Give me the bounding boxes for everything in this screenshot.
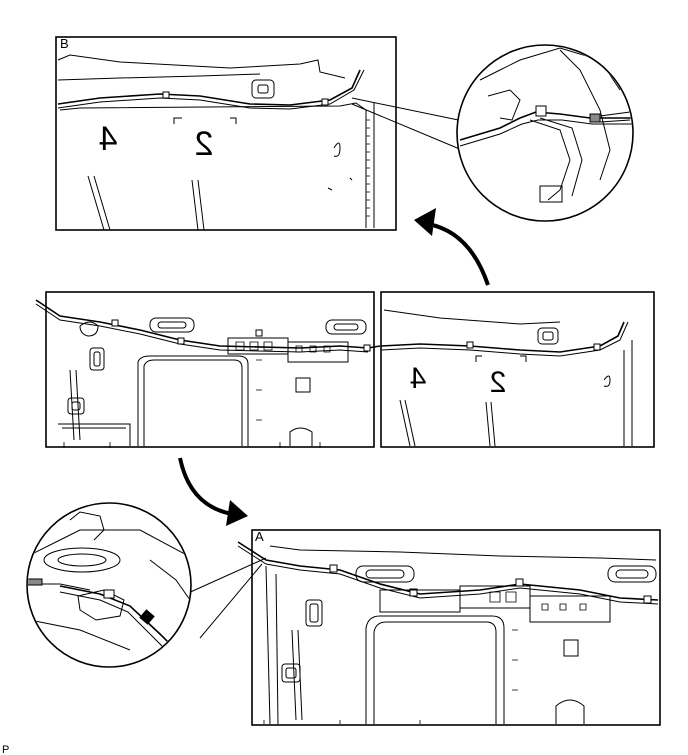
seat-number-4: 4: [99, 120, 118, 158]
arrow-to-b: [414, 208, 490, 286]
detail-panel-b: 4 2 B: [55, 36, 397, 231]
view-label-a: A: [255, 529, 264, 544]
zoom-detail-b: [456, 44, 634, 222]
overview-panel-right: 4 2: [380, 291, 655, 448]
zoom-detail-a: [26, 502, 192, 668]
overview-panel-left: [35, 291, 381, 448]
detail-panel-a: A: [237, 529, 661, 726]
view-label-b: B: [60, 36, 69, 51]
overview-seat-number-2: 2: [490, 366, 507, 399]
seat-number-2: 2: [195, 125, 214, 163]
leader-line-a: [185, 557, 267, 639]
figure-code: P: [2, 744, 9, 755]
overview-seat-number-4: 4: [410, 362, 427, 395]
leader-line-b: [351, 97, 469, 151]
arrow-to-a: [178, 457, 248, 526]
